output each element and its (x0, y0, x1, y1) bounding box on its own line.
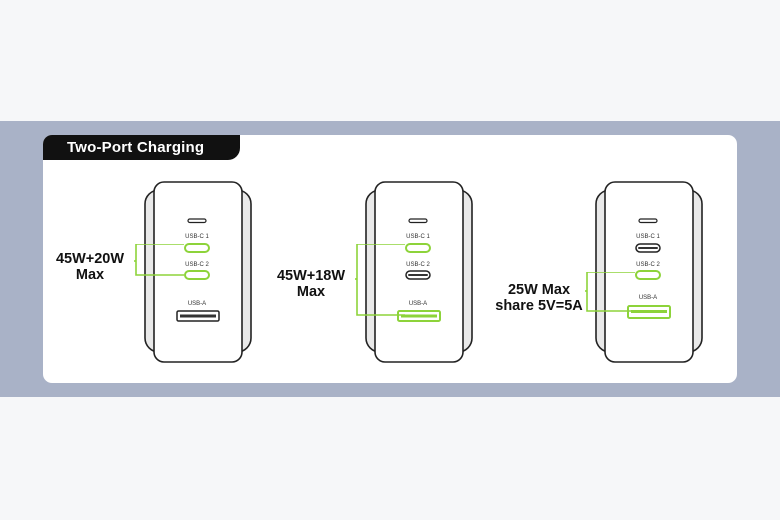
title-tab (43, 135, 240, 160)
charger-3-connector (585, 272, 635, 312)
usb-c-1-port (184, 243, 210, 253)
charger-1: USB-C 1 USB-C 2 USB-A (144, 181, 252, 363)
charger-1-callout-line2: Max (75, 267, 105, 283)
port-label-usb-a: USB-A (408, 301, 428, 307)
charger-1-connector (134, 244, 184, 276)
led-indicator (408, 218, 428, 224)
charger-1-body (144, 181, 252, 363)
charger-2-body (365, 181, 473, 363)
charger-3-callout: 25W Max share 5V=5A (490, 282, 588, 314)
port-label-usb-c-2: USB-C 2 (185, 262, 209, 268)
port-label-usb-c-1: USB-C 1 (406, 234, 430, 240)
charger-2-callout-line2: Max (296, 284, 326, 300)
led-indicator (638, 218, 658, 224)
charger-1-callout: 45W+20W Max (50, 251, 130, 283)
charger-3-callout-line1: 25W Max (507, 282, 571, 298)
charger-2-callout: 45W+18W Max (271, 268, 351, 300)
charger-2-callout-line1: 45W+18W (276, 268, 346, 284)
usb-c-2-port (184, 270, 210, 280)
usb-c-1-port (405, 243, 431, 253)
page-title: Two-Port Charging (67, 139, 205, 156)
port-label-usb-c-1: USB-C 1 (185, 234, 209, 240)
usb-c-2-port (635, 270, 661, 280)
charger-2-connector (355, 244, 405, 316)
port-label-usb-a: USB-A (638, 295, 658, 301)
port-label-usb-c-2: USB-C 2 (406, 262, 430, 268)
charger-2: USB-C 1 USB-C 2 USB-A (365, 181, 473, 363)
charger-1-callout-line1: 45W+20W (55, 251, 125, 267)
port-label-usb-c-1: USB-C 1 (636, 234, 660, 240)
port-label-usb-c-2: USB-C 2 (636, 262, 660, 268)
port-label-usb-a: USB-A (187, 301, 207, 307)
charger-3-callout-line2: share 5V=5A (495, 298, 583, 314)
led-indicator (187, 218, 207, 224)
